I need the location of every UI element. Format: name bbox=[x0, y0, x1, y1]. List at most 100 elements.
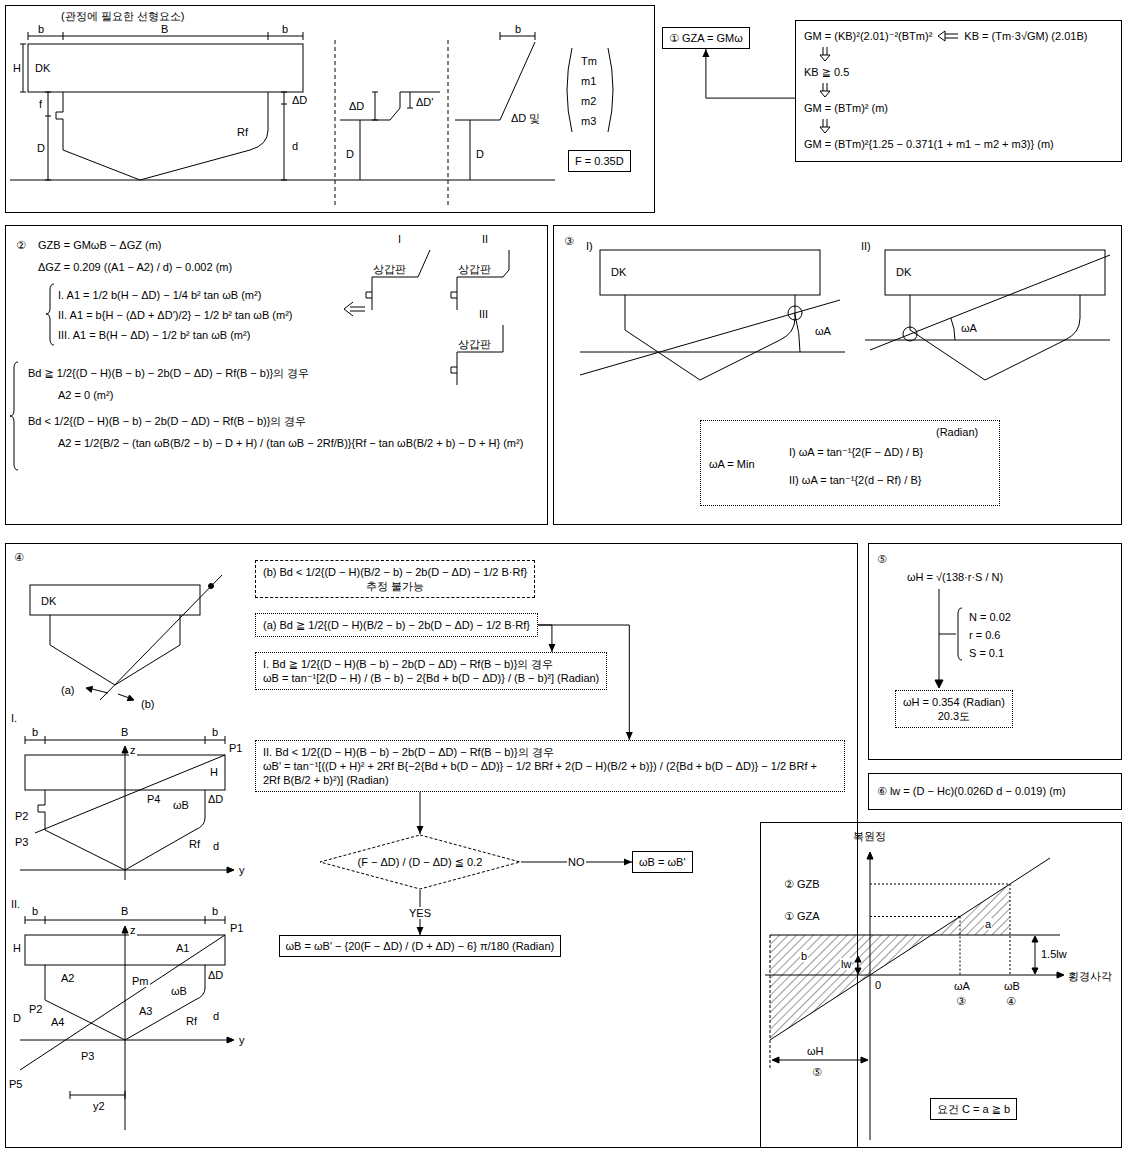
heel-angle-drawing bbox=[580, 250, 1110, 491]
drawing-line bbox=[122, 926, 128, 933]
drawing-line bbox=[870, 858, 871, 1140]
arrowhead bbox=[626, 732, 633, 740]
chart-panel: 복원정횡경사각요건 C = a ≧ b bbox=[760, 822, 1122, 1148]
formula-box: (Radian)ωA = MinI) ωA = tan⁻¹{2(F − ΔD) … bbox=[700, 420, 1000, 506]
part-label: ① GZA bbox=[783, 910, 821, 922]
connector-line bbox=[706, 49, 795, 98]
drawing-line bbox=[360, 120, 361, 180]
arrow-head bbox=[820, 55, 830, 61]
drawing-line bbox=[939, 608, 962, 660]
drawing-line bbox=[580, 300, 840, 375]
drawing-line bbox=[795, 313, 800, 352]
formula-text: ωA = Min bbox=[709, 457, 755, 471]
drawing-line bbox=[281, 92, 287, 180]
part-label: P5 bbox=[8, 1078, 23, 1090]
drawing-line bbox=[70, 1091, 125, 1099]
formula-text: (F − ΔD) / (D − ΔD) ≦ 0.2 bbox=[358, 855, 483, 869]
drawing-line bbox=[867, 852, 873, 859]
drawing-line bbox=[788, 306, 802, 320]
part-label: H bbox=[12, 942, 22, 954]
part-label: a bbox=[984, 918, 992, 930]
arrow-shaft bbox=[945, 34, 958, 38]
arrowhead bbox=[702, 49, 709, 57]
formula-text: 횡경사각 bbox=[1068, 969, 1112, 983]
drawing-line bbox=[765, 975, 1058, 976]
part-label: II) bbox=[860, 240, 872, 252]
formula-text: ΔGZ = 0.209 ((A1 − A2) / d) − 0.002 (m) bbox=[38, 260, 232, 274]
hull-section-drawing bbox=[10, 32, 613, 205]
drawing-line bbox=[855, 956, 861, 962]
drawing-line bbox=[227, 1037, 234, 1043]
part-label: B bbox=[160, 23, 169, 35]
drawing-line bbox=[350, 307, 365, 311]
formula-text: I. Bd ≧ 1/2{(D − H)(B − b) − 2b(D − ΔD) … bbox=[263, 657, 599, 671]
part-label: Rf bbox=[185, 1015, 198, 1027]
drawing-line bbox=[344, 302, 353, 316]
part-label: Rf bbox=[188, 838, 201, 850]
part-label: D bbox=[475, 148, 485, 160]
drawing-line bbox=[903, 327, 917, 341]
condition-box: II. Bd < 1/2{(D − H)(B − b) − 2b(D − ΔD)… bbox=[255, 740, 845, 792]
part-label: b bbox=[800, 950, 808, 962]
formula-text: 요건 C = a ≧ b bbox=[937, 1102, 1010, 1116]
formula-panel: ⑤ωH = √(138·r·S / N)N = 0.02r = 0.6S = 0… bbox=[868, 543, 1122, 760]
part-label: II bbox=[481, 233, 489, 245]
part-label: ωA bbox=[814, 325, 832, 337]
arrowhead bbox=[417, 927, 424, 935]
part-label: H bbox=[209, 766, 219, 778]
drawing-line bbox=[25, 916, 225, 924]
part-label: I bbox=[397, 233, 402, 245]
formula-text: N = 0.02 bbox=[969, 610, 1011, 624]
part-label: DK bbox=[895, 266, 912, 278]
part-label: P2 bbox=[28, 1003, 43, 1015]
arrow-head bbox=[938, 31, 945, 41]
drawing-line bbox=[910, 295, 1080, 380]
part-label: ② GZB bbox=[783, 878, 821, 890]
formula-text: GM = (BTm)² (m) bbox=[804, 101, 1113, 115]
formula-text: ⑥ lw = (D − Hc)(0.026D d − 0.019) (m) bbox=[877, 784, 1113, 798]
part-label: d bbox=[212, 1010, 220, 1022]
formula-row: GM = (KB)²(2.01)⁻²(BTm)²KB = (Tm·3√GM) (… bbox=[804, 29, 1113, 43]
down-arrow bbox=[818, 118, 832, 134]
part-label: ③ bbox=[955, 995, 967, 1007]
formula-text: ωB = tan⁻¹[2(D − H) / (B − b) − 2{Bd + b… bbox=[263, 671, 599, 685]
drawing-line bbox=[20, 870, 228, 871]
requirement-box: 요건 C = a ≧ b bbox=[930, 1098, 1017, 1120]
arrow-shaft bbox=[823, 47, 827, 55]
drawing-line bbox=[600, 250, 820, 295]
part-label: ωA bbox=[960, 322, 978, 334]
formula-text: A2 = 0 (m²) bbox=[58, 388, 113, 402]
drawing-line bbox=[885, 250, 1105, 295]
diamond-shape bbox=[320, 835, 520, 889]
formula-text: ωH = 0.354 (Radian) bbox=[903, 695, 1005, 709]
part-label: m1 bbox=[580, 75, 597, 87]
part-label: B bbox=[120, 905, 129, 917]
drawing-line bbox=[455, 42, 535, 120]
drawing-line bbox=[861, 1057, 868, 1063]
formula-text: ③ bbox=[564, 234, 574, 248]
formula-box: GM = (KB)²(2.01)⁻²(BTm)²KB = (Tm·3√GM) (… bbox=[795, 20, 1122, 162]
drawing-line bbox=[580, 352, 845, 353]
drawing-line bbox=[870, 884, 1010, 975]
drawing-line bbox=[855, 968, 861, 974]
part-label: Tm bbox=[580, 55, 598, 67]
part-label: (a) bbox=[60, 684, 75, 696]
freeboard-box: F = 0.35D bbox=[568, 150, 631, 172]
arrow-shaft bbox=[823, 119, 827, 127]
formula-text: II) ωA = tan⁻¹{2(d − Rf) / B} bbox=[789, 473, 921, 487]
formula-panel: ⑥ lw = (D − Hc)(0.026D d − 0.019) (m) bbox=[868, 773, 1122, 810]
part-label: Rf bbox=[236, 126, 249, 138]
arrow-head bbox=[820, 127, 830, 133]
stability-chart bbox=[765, 852, 1064, 1140]
connector bbox=[417, 792, 424, 834]
drawing-line bbox=[340, 92, 440, 120]
part-label: P2 bbox=[14, 810, 29, 822]
part-label: B bbox=[120, 726, 129, 738]
formula-text: ωB' = tan⁻¹[((D + H)² + 2Rf B{−2{Bd + b(… bbox=[263, 759, 837, 787]
part-label: b bbox=[211, 905, 219, 917]
result-box: ωH = 0.354 (Radian)20.3도 bbox=[895, 690, 1013, 728]
formula-text: GM = (KB)²(2.01)⁻²(BTm)² bbox=[804, 29, 932, 43]
formula-text: r = 0.6 bbox=[969, 628, 1001, 642]
drawing-line bbox=[935, 680, 943, 688]
arrowhead bbox=[624, 859, 632, 866]
